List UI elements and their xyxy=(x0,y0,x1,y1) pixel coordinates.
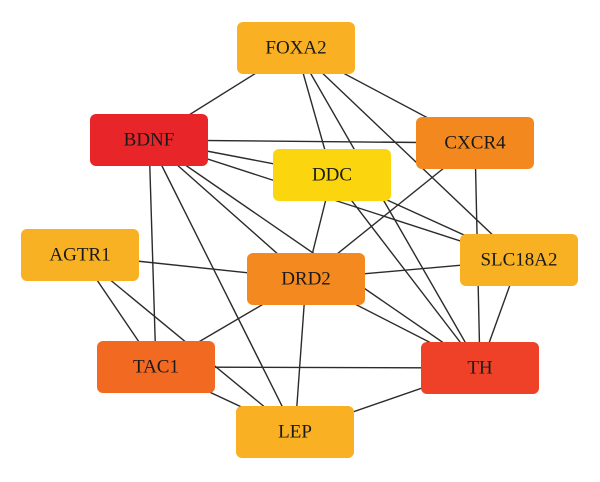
edge-foxa2-th xyxy=(295,47,481,369)
node-label-bdnf: BDNF xyxy=(124,129,175,150)
node-label-tac1: TAC1 xyxy=(133,356,179,377)
node-box-slc18a2 xyxy=(460,234,578,286)
node-slc18a2[interactable]: SLC18A2 xyxy=(460,234,578,286)
node-label-agtr1: AGTR1 xyxy=(49,244,110,265)
node-drd2[interactable]: DRD2 xyxy=(247,253,365,305)
node-label-foxa2: FOXA2 xyxy=(265,37,326,58)
node-box-th xyxy=(421,342,539,394)
node-lep[interactable]: LEP xyxy=(236,406,354,458)
node-box-bdnf xyxy=(90,114,208,166)
node-label-lep: LEP xyxy=(278,421,312,442)
node-th[interactable]: TH xyxy=(421,342,539,394)
node-box-lep xyxy=(236,406,354,458)
node-box-agtr1 xyxy=(21,229,139,281)
node-label-th: TH xyxy=(467,357,493,378)
node-box-ddc xyxy=(273,149,391,201)
node-tac1[interactable]: TAC1 xyxy=(97,341,215,393)
node-bdnf[interactable]: BDNF xyxy=(90,114,208,166)
node-ddc[interactable]: DDC xyxy=(273,149,391,201)
node-agtr1[interactable]: AGTR1 xyxy=(21,229,139,281)
node-label-ddc: DDC xyxy=(312,164,352,185)
node-label-slc18a2: SLC18A2 xyxy=(480,249,557,270)
edge-bdnf-tac1 xyxy=(148,139,157,368)
edge-ddc-th xyxy=(331,174,481,369)
node-foxa2[interactable]: FOXA2 xyxy=(237,22,355,74)
node-box-drd2 xyxy=(247,253,365,305)
edge-foxa2-slc18a2 xyxy=(295,47,520,261)
node-label-cxcr4: CXCR4 xyxy=(444,132,506,153)
node-box-foxa2 xyxy=(237,22,355,74)
node-box-tac1 xyxy=(97,341,215,393)
edge-bdnf-lep xyxy=(148,139,296,433)
node-box-cxcr4 xyxy=(416,117,534,169)
node-label-drd2: DRD2 xyxy=(281,268,331,289)
node-cxcr4[interactable]: CXCR4 xyxy=(416,117,534,169)
